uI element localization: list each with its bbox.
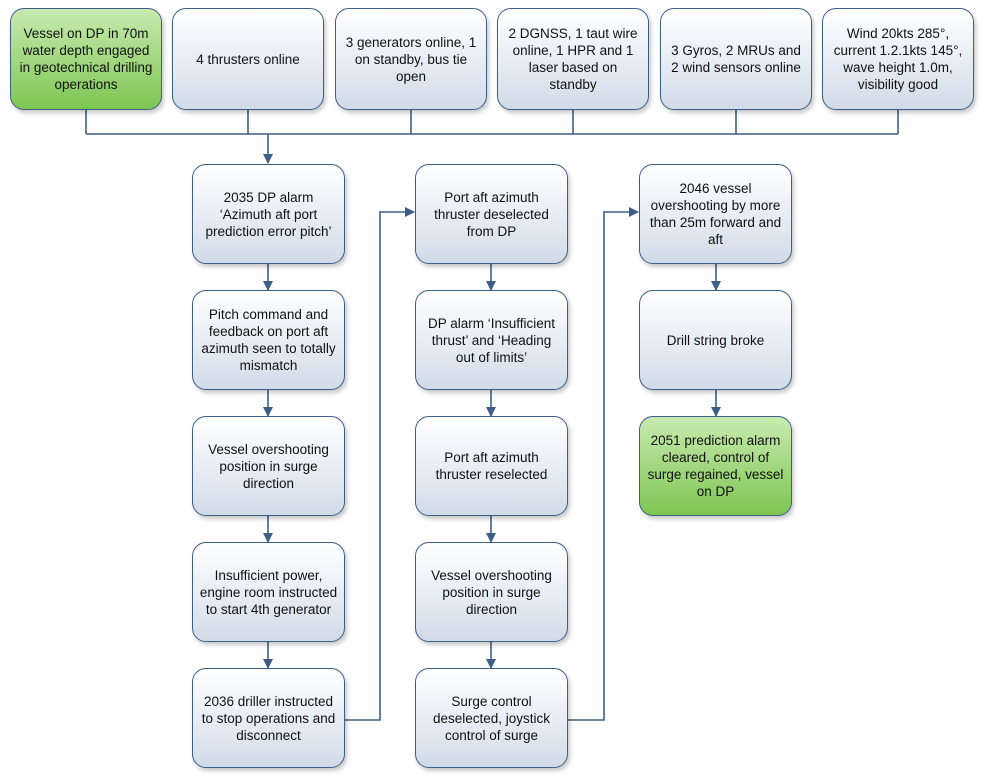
condition-box-thrusters: 4 thrusters online: [172, 8, 324, 110]
condition-box-sensors: 3 Gyros, 2 MRUs and 2 wind sensors onlin…: [660, 8, 812, 110]
condition-text-operation: Vessel on DP in 70m water depth engaged …: [19, 26, 153, 92]
event-box-vessel-overshooting-25m: 2046 vessel overshooting by more than 25…: [639, 164, 792, 264]
condition-box-reference-systems: 2 DGNSS, 1 taut wire online, 1 HPR and 1…: [497, 8, 649, 110]
event-box-pitch-mismatch: Pitch command and feedback on port aft a…: [192, 290, 345, 390]
condition-box-generators: 3 generators online, 1 on standby, bus t…: [335, 8, 487, 110]
event-text: 2036 driller instructed to stop operatio…: [201, 693, 336, 743]
condition-text-reference-systems: 2 DGNSS, 1 taut wire online, 1 HPR and 1…: [508, 26, 638, 92]
event-text: DP alarm ‘Insufficient thrust’ and ‘Head…: [427, 315, 556, 365]
event-box-surge-control-deselected: Surge control deselected, joystick contr…: [415, 668, 568, 768]
col2-to-col3-connector: [568, 207, 639, 721]
event-box-overshooting-1: Vessel overshooting position in surge di…: [192, 416, 345, 516]
condition-box-operation: Vessel on DP in 70m water depth engaged …: [10, 8, 162, 110]
condition-text-generators: 3 generators online, 1 on standby, bus t…: [345, 34, 477, 84]
event-box-drill-string-broke: Drill string broke: [639, 290, 792, 390]
event-box-thruster-deselected: Port aft azimuth thruster deselected fro…: [415, 164, 568, 264]
condition-text-weather: Wind 20kts 285°, current 1.2.1kts 145°, …: [833, 26, 963, 92]
condition-box-weather: Wind 20kts 285°, current 1.2.1kts 145°, …: [822, 8, 974, 110]
event-text: Pitch command and feedback on port aft a…: [201, 307, 336, 373]
event-box-insufficient-thrust-alarm: DP alarm ‘Insufficient thrust’ and ‘Head…: [415, 290, 568, 390]
event-box-control-regained: 2051 prediction alarm cleared, control o…: [639, 416, 792, 516]
event-text: Port aft azimuth thruster deselected fro…: [434, 189, 549, 239]
event-text: 2035 DP alarm ‘Azimuth aft port predicti…: [205, 189, 332, 239]
event-text: Insufficient power, engine room instruct…: [199, 567, 338, 617]
event-text: Port aft azimuth thruster reselected: [435, 450, 548, 482]
condition-text-sensors: 3 Gyros, 2 MRUs and 2 wind sensors onlin…: [671, 43, 801, 75]
event-text: Vessel overshooting position in surge di…: [431, 567, 552, 617]
event-box-dp-alarm: 2035 DP alarm ‘Azimuth aft port predicti…: [192, 164, 345, 264]
event-box-overshooting-2: Vessel overshooting position in surge di…: [415, 542, 568, 642]
event-text: Surge control deselected, joystick contr…: [432, 693, 551, 743]
event-text: 2051 prediction alarm cleared, control o…: [647, 433, 784, 499]
event-box-thruster-reselected: Port aft azimuth thruster reselected: [415, 416, 568, 516]
condition-text-thrusters: 4 thrusters online: [196, 51, 300, 67]
col1-to-col2-connector: [345, 207, 415, 721]
event-text: 2046 vessel overshooting by more than 25…: [649, 181, 782, 247]
event-box-driller-instructed: 2036 driller instructed to stop operatio…: [192, 668, 345, 768]
event-text: Drill string broke: [666, 332, 765, 348]
event-box-insufficient-power: Insufficient power, engine room instruct…: [192, 542, 345, 642]
event-text: Vessel overshooting position in surge di…: [208, 441, 329, 491]
